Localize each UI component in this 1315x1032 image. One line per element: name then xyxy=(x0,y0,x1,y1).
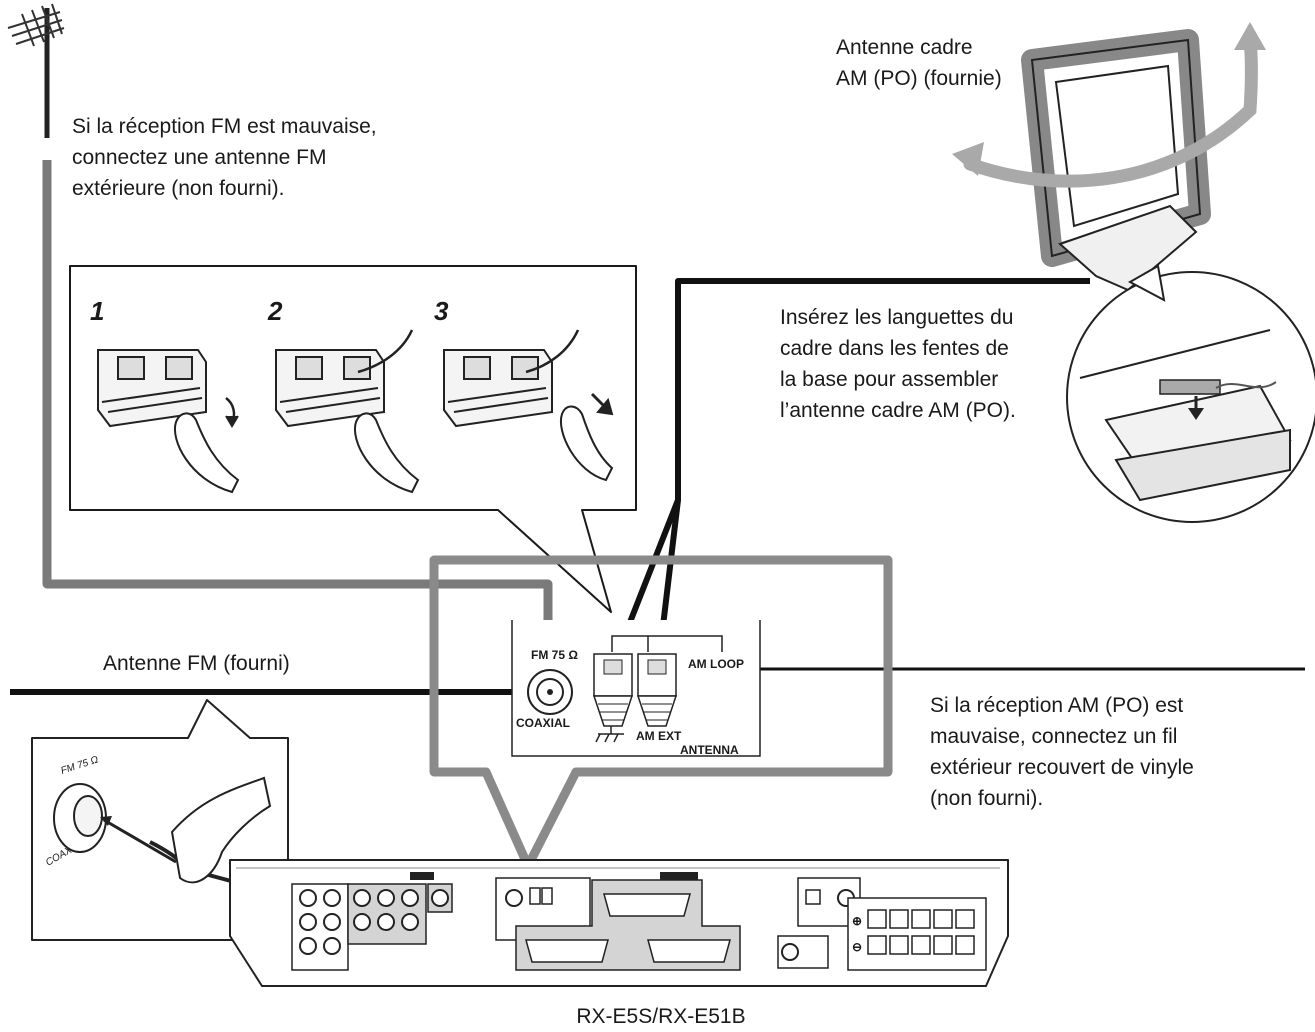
model-label: RX-E5S/RX-E51B xyxy=(576,1005,745,1028)
panel-am-ext-label: AM EXT xyxy=(636,729,682,743)
panel-coaxial-label: COAXIAL xyxy=(516,716,570,730)
step-2-terminal-icon xyxy=(275,329,420,494)
am-assembly-note: Insérez les languettes du cadre dans les… xyxy=(780,306,1019,422)
am-terminal-left-icon xyxy=(592,653,634,727)
rca-jack-icons xyxy=(299,889,449,955)
panel-am-loop-label: AM LOOP xyxy=(688,657,744,671)
receiver-rear-panel: ⊕ ⊖ xyxy=(229,859,1009,987)
panel-antenna-label: ANTENNA xyxy=(680,743,739,757)
steps-callout: 1 2 3 xyxy=(69,265,637,613)
am-loop-title: Antenne cadre AM (PO) (fournie) xyxy=(836,36,1002,90)
assembly-detail-inset xyxy=(1066,264,1315,523)
svg-text:⊖: ⊖ xyxy=(852,940,862,954)
step-1-number: 1 xyxy=(90,296,104,326)
am-terminal-right-icon xyxy=(636,653,678,727)
ground-icon xyxy=(595,726,624,743)
am-wire-note: Si la réception AM (PO) est mauvaise, co… xyxy=(930,694,1200,810)
fm-outdoor-note: Si la réception FM est mauvaise, connect… xyxy=(72,115,382,200)
fm-outdoor-antenna-icon xyxy=(7,3,65,138)
antenna-terminal-panel: FM 75 Ω COAXIAL AM LOOP AM EXT ANTENNA xyxy=(511,620,761,757)
rotation-arrow-icon xyxy=(952,22,1266,188)
step-2-number: 2 xyxy=(267,296,283,326)
scart-connector-icons xyxy=(525,893,731,963)
svg-text:⊕: ⊕ xyxy=(852,914,862,928)
panel-fm-label: FM 75 Ω xyxy=(531,648,578,662)
step-3-terminal-icon xyxy=(443,329,614,482)
step-1-terminal-icon xyxy=(97,349,240,494)
speaker-terminal-icons xyxy=(867,909,975,955)
panel-callout-frame xyxy=(429,555,893,871)
step-3-number: 3 xyxy=(434,296,449,326)
fm-antenna-label: Antenne FM (fourni) xyxy=(103,652,290,675)
coaxial-plug-inset: FM 75 Ω COAXIAL xyxy=(31,699,289,941)
am-loop-cable xyxy=(609,278,1090,670)
